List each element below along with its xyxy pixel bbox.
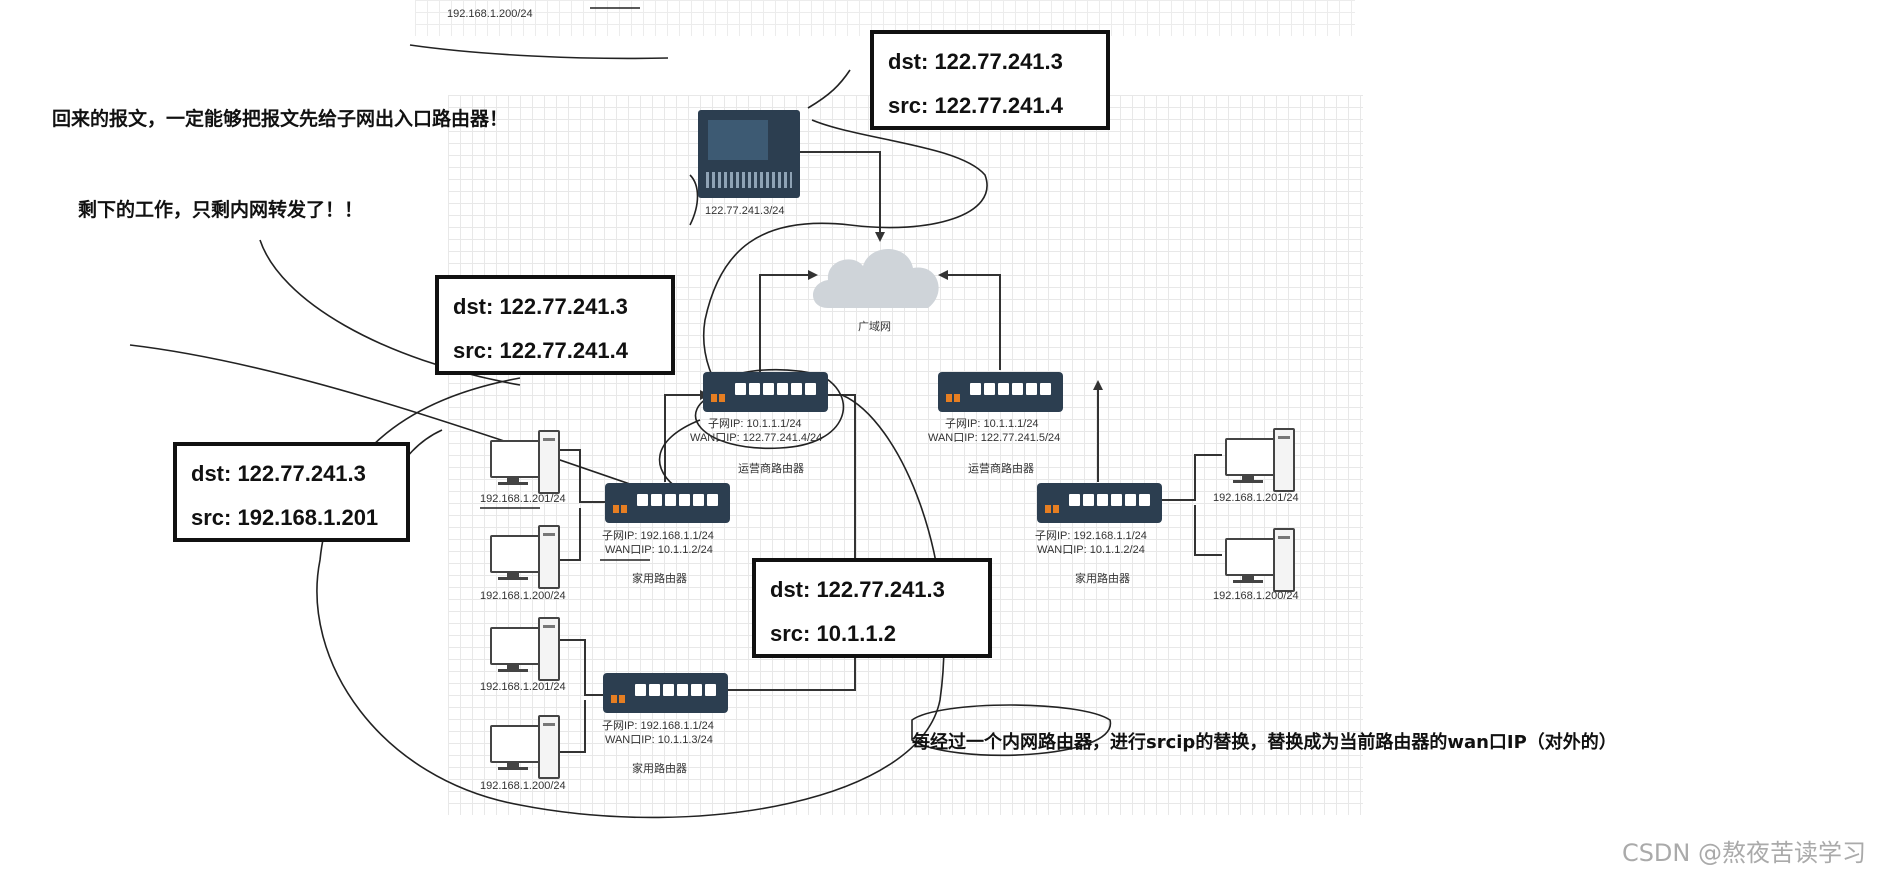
isp-router-1-wan: WAN口IP: 122.77.241.4/24 [690,432,823,444]
home-router-1-name: 家用路由器 [632,573,687,585]
server-ip-label: 122.77.241.3/24 [705,205,785,217]
note-return-packet: 回来的报文，一定能够把报文先给子网出入口路由器！ [52,108,509,130]
cloud-label: 广域网 [858,321,891,333]
server-icon [698,110,800,198]
top-ip-label: 192.168.1.200/24 [447,8,533,20]
packet-dst: dst: 122.77.241.3 [888,49,1063,74]
packet-src: src: 192.168.1.201 [191,505,379,530]
pc-icon-1 [490,430,560,496]
pc-icon-4 [490,715,560,781]
home-router-2-lan: 子网IP: 192.168.1.1/24 [1035,530,1147,542]
pc-icon-2 [490,525,560,591]
home-router-1-icon [605,483,730,523]
isp-router-2-icon [938,372,1063,412]
isp-router-2-name: 运营商路由器 [968,463,1034,475]
isp-router-2-wan: WAN口IP: 122.77.241.5/24 [928,432,1061,444]
pc-icon-5 [1225,428,1295,494]
watermark: CSDN @熬夜苦读学习 [1621,839,1866,867]
pc-icon-6 [1225,528,1295,594]
note-srcip-replace: 每经过一个内网路由器，进行srcip的替换，替换成为当前路由器的wan口IP（对… [912,732,1617,753]
home-router-1-lan: 子网IP: 192.168.1.1/24 [602,530,714,542]
packet-box-3: dst: 122.77.241.3 src: 192.168.1.201 [173,442,410,542]
home-router-3-lan: 子网IP: 192.168.1.1/24 [602,720,714,732]
pc-4-ip: 192.168.1.200/24 [480,780,566,792]
server-vents [706,172,792,188]
packet-src: src: 10.1.1.2 [770,621,896,646]
home-router-1-wan: WAN口IP: 10.1.1.2/24 [605,544,713,556]
isp-router-1-icon [703,372,828,412]
packet-src: src: 122.77.241.4 [453,338,628,363]
pc-6-ip: 192.168.1.200/24 [1213,590,1299,602]
home-router-2-icon [1037,483,1162,523]
isp-router-1-name: 运营商路由器 [738,463,804,475]
pc-3-ip: 192.168.1.201/24 [480,681,566,693]
home-router-2-name: 家用路由器 [1075,573,1130,585]
packet-box-1: dst: 122.77.241.3 src: 122.77.241.4 [870,30,1110,130]
pc-icon-3 [490,617,560,683]
packet-box-4: dst: 122.77.241.3 src: 10.1.1.2 [752,558,992,658]
server-screen [708,120,768,160]
pc-5-ip: 192.168.1.201/24 [1213,492,1299,504]
home-router-3-wan: WAN口IP: 10.1.1.3/24 [605,734,713,746]
isp-router-1-lan: 子网IP: 10.1.1.1/24 [708,418,802,430]
packet-dst: dst: 122.77.241.3 [191,461,366,486]
packet-src: src: 122.77.241.4 [888,93,1063,118]
packet-dst: dst: 122.77.241.3 [770,577,945,602]
pc-2-ip: 192.168.1.200/24 [480,590,566,602]
home-router-2-wan: WAN口IP: 10.1.1.2/24 [1037,544,1145,556]
home-router-3-name: 家用路由器 [632,763,687,775]
note-internal-forward: 剩下的工作，只剩内网转发了！！ [78,199,364,221]
packet-dst: dst: 122.77.241.3 [453,294,628,319]
home-router-3-icon [603,673,728,713]
pc-1-ip: 192.168.1.201/24 [480,493,566,505]
cloud-icon [813,248,939,308]
isp-router-2-lan: 子网IP: 10.1.1.1/24 [945,418,1039,430]
packet-box-2: dst: 122.77.241.3 src: 122.77.241.4 [435,275,675,375]
